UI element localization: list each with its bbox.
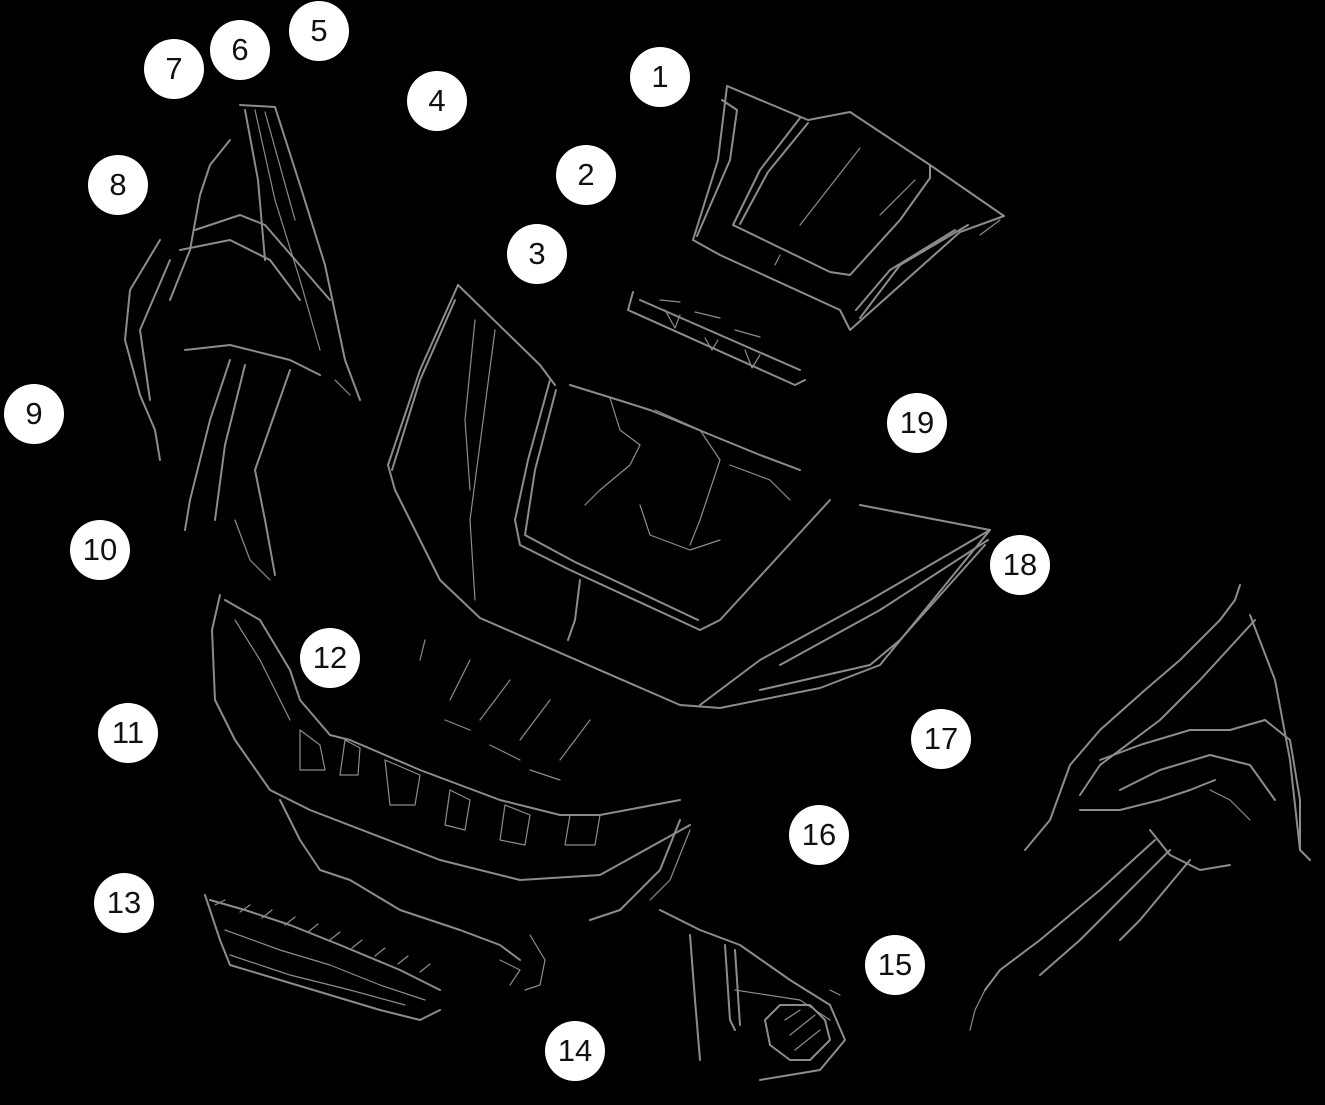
callout-label: 4 (428, 83, 446, 118)
callout-11[interactable]: 11 (98, 703, 158, 763)
callout-19[interactable]: 19 (887, 393, 947, 453)
callout-13[interactable]: 13 (94, 873, 154, 933)
callout-label: 11 (111, 715, 145, 750)
callout-14[interactable]: 14 (545, 1021, 605, 1081)
callout-label: 8 (109, 167, 127, 202)
callout-label: 3 (528, 236, 546, 271)
cowl-bracket (627, 291, 806, 386)
callout-label: 14 (557, 1033, 593, 1068)
callout-12[interactable]: 12 (300, 628, 360, 688)
callout-10[interactable]: 10 (70, 520, 130, 580)
callout-3[interactable]: 3 (507, 224, 567, 284)
upper-cowl-panel (692, 85, 1005, 331)
callout-17[interactable]: 17 (911, 709, 971, 769)
callout-label: 19 (899, 405, 935, 440)
callout-label: 2 (577, 157, 595, 192)
callout-label: 1 (651, 59, 669, 94)
callout-label: 15 (877, 947, 913, 982)
front-bumper-reinforcement (211, 594, 691, 991)
callout-9[interactable]: 9 (4, 384, 64, 444)
right-fender-apron (969, 584, 1311, 1031)
left-headlamp-bracket (659, 909, 846, 1081)
callout-1[interactable]: 1 (630, 47, 690, 107)
callout-15[interactable]: 15 (865, 935, 925, 995)
left-fender-apron (124, 104, 361, 581)
callout-label: 6 (231, 32, 249, 67)
hood-panel (387, 284, 991, 781)
callout-6[interactable]: 6 (210, 20, 270, 80)
callout-2[interactable]: 2 (556, 145, 616, 205)
callout-label: 13 (106, 885, 142, 920)
callout-label: 7 (165, 51, 183, 86)
callout-label: 10 (82, 532, 118, 567)
callout-16[interactable]: 16 (789, 805, 849, 865)
callout-label: 12 (312, 640, 348, 675)
callout-label: 17 (923, 721, 959, 756)
callout-4[interactable]: 4 (407, 71, 467, 131)
callout-18[interactable]: 18 (990, 535, 1050, 595)
callout-8[interactable]: 8 (88, 155, 148, 215)
callout-label: 18 (1002, 547, 1038, 582)
callout-label: 16 (801, 817, 837, 852)
callout-7[interactable]: 7 (144, 39, 204, 99)
callout-5[interactable]: 5 (289, 1, 349, 61)
lower-grille (204, 894, 441, 1021)
callout-label: 9 (25, 396, 43, 431)
callout-label: 5 (310, 13, 328, 48)
